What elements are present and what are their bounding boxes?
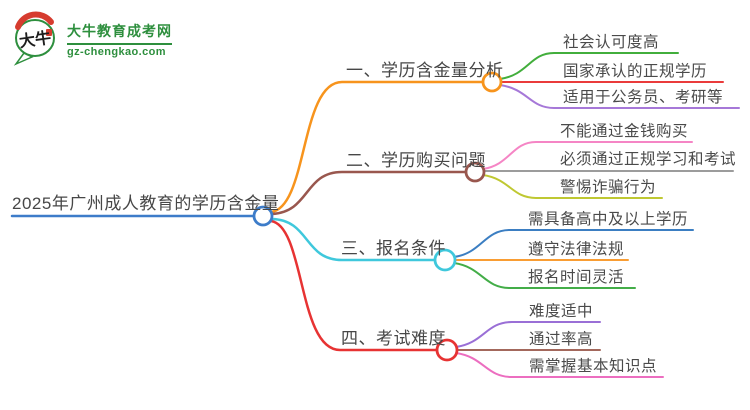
branch-4-child-3-label: 需掌握基本知识点 [529,358,658,375]
branch-3-label: 三、报名条件 [341,239,446,258]
site-logo: 大牛 大牛教育成考网 gz-chengkao.com [10,8,172,68]
branch-3-line [270,217,438,262]
branch-1-node-circle [481,71,503,93]
branch-4-child-1-label: 难度适中 [529,303,594,320]
branch-3-child-3-line [453,262,636,289]
logo-text-block: 大牛教育成考网 gz-chengkao.com [67,21,172,58]
logo-bull-icon: 大牛 [13,11,55,66]
logo-bubble-text: 大牛 [18,28,52,51]
branch-2-line [270,170,469,216]
logo-red-hat [15,11,54,30]
root-topic-label: 2025年广州成人教育的学历含金量 [12,194,280,213]
branch-4-label: 四、考试难度 [341,329,446,348]
branch-1-label: 一、学历含金量分析 [346,61,504,80]
branch-3-child-1-label: 需具备高中及以上学历 [528,211,689,228]
site-name: 大牛教育成考网 [67,21,172,45]
branch-3-child-2-label: 遵守法律法规 [528,241,625,258]
branch-4-child-3-line [455,352,664,378]
branch-2-child-1-label: 不能通过金钱购买 [560,123,689,140]
logo-bubble [15,19,55,57]
branch-1-child-1-label: 社会认可度高 [563,34,660,51]
branch-2-child-2-label: 必须通过正规学习和考试 [560,151,737,168]
branch-1-child-1-line [499,52,679,80]
logo-seal [46,29,52,36]
branch-1-child-3-label: 适用于公务员、考研等 [563,89,724,106]
branch-4-node-circle [435,338,459,362]
branch-4-line [269,219,440,352]
root-node-circle [252,205,274,227]
branch-1-child-2-label: 国家承认的正规学历 [563,63,708,80]
branch-2-child-3-line [482,174,663,199]
branch-3-child-1-line [453,229,694,258]
branch-1-line [269,80,486,214]
branch-2-child-3-label: 警惕诈骗行为 [560,179,657,196]
branch-4-child-2-label: 通过率高 [529,331,594,348]
site-url: gz-chengkao.com [67,46,166,58]
branch-2-node-circle [464,161,486,183]
branch-3-child-3-label: 报名时间灵活 [528,269,625,286]
branch-3-node-circle [433,248,457,272]
branch-1-child-3-line [499,84,740,109]
branch-2-label: 二、学历购买问题 [346,151,486,170]
branch-2-child-1-line [482,141,693,170]
branch-4-child-1-line [455,321,601,348]
